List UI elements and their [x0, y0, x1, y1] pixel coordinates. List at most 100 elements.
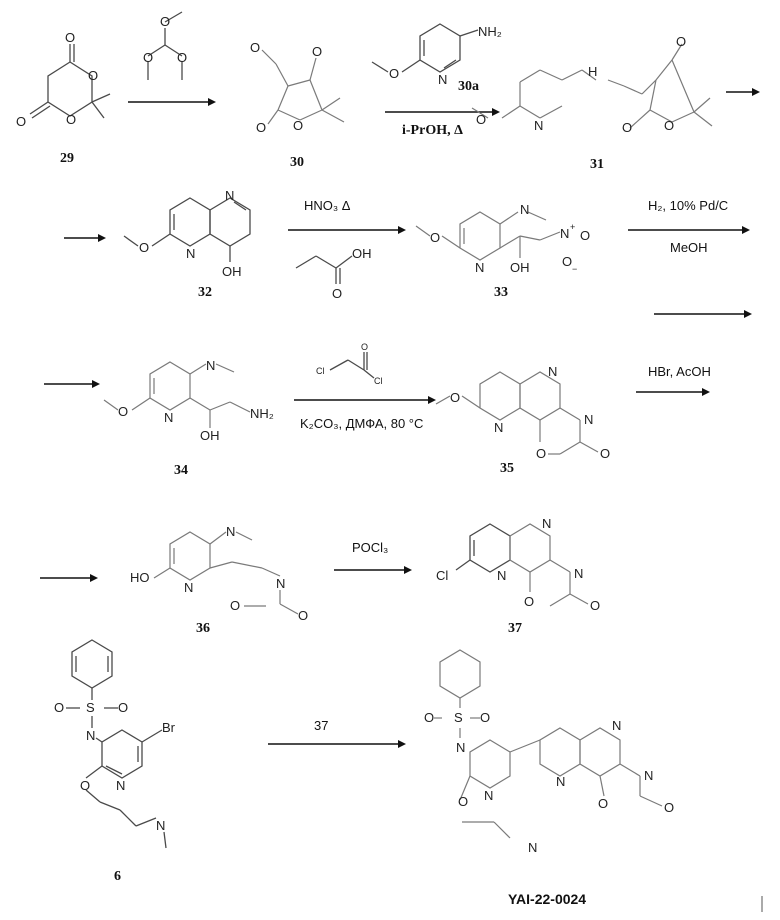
compound-6-structure: S O O N Br N O N: [54, 640, 176, 848]
compound-37-label: 37: [508, 621, 522, 636]
atom-label: H: [588, 64, 597, 79]
arrow-head: [92, 380, 100, 388]
atom-label: N: [475, 260, 484, 275]
atom-label: O: [54, 700, 64, 715]
atom-label: NH₂: [478, 24, 502, 39]
step8-condition: POCl₃: [352, 540, 388, 555]
atom-label: N: [494, 420, 503, 435]
compound-36-label: 36: [196, 621, 210, 636]
arrow-head: [90, 574, 98, 582]
compound-33-label: 33: [494, 285, 508, 300]
atom-label: O: [598, 796, 608, 811]
step2-condition: i-PrOH, Δ: [402, 123, 463, 138]
compound-31-label: 31: [590, 157, 604, 172]
atom-label: O: [177, 50, 187, 65]
atom-label: N: [456, 740, 465, 755]
atom-label: OH: [200, 428, 220, 443]
atom-label: O: [480, 710, 490, 725]
compound-30a-structure: NH₂ O N: [372, 24, 502, 87]
atom-label: N: [542, 516, 551, 531]
atom-label: O: [361, 342, 368, 352]
step9-condition: 37: [314, 718, 328, 733]
atom-label: O: [139, 240, 149, 255]
atom-label: O: [298, 608, 308, 623]
atom-label: N: [164, 410, 173, 425]
atom-label: O: [332, 286, 342, 301]
atom-label: O: [476, 112, 486, 127]
atom-label: O: [293, 118, 303, 133]
arrow-head: [492, 108, 500, 116]
atom-label: Cl: [374, 376, 383, 386]
scheme-code-label: YAI-22-0024: [508, 891, 586, 907]
compound-34-structure: N N O OH NH₂: [104, 358, 274, 443]
atom-label: O: [389, 66, 399, 81]
compound-31-structure: H O N O O O: [472, 34, 712, 135]
atom-label: O: [65, 30, 75, 45]
atom-charge: +: [570, 222, 575, 232]
atom-label: N: [186, 246, 195, 261]
atom-label: O: [562, 254, 572, 269]
atom-label: O: [250, 40, 260, 55]
atom-label: N: [156, 818, 165, 833]
chloroacetyl-chloride-structure: Cl O Cl: [316, 342, 383, 386]
atom-label: OH: [510, 260, 530, 275]
compound-34-label: 34: [174, 463, 188, 478]
compound-32-structure: O N N OH: [124, 188, 250, 279]
step5-solvent: MeOH: [670, 240, 708, 255]
atom-label: O: [664, 800, 674, 815]
atom-label: O: [230, 598, 240, 613]
propionic-acid-structure: OH O: [296, 246, 372, 301]
trimethyl-orthoformate-structure: O O O: [143, 12, 187, 80]
atom-label: O: [524, 594, 534, 609]
arrow-head: [744, 310, 752, 318]
compound-30a-label: 30a: [458, 79, 479, 94]
atom-label: N: [574, 566, 583, 581]
atom-label: O: [430, 230, 440, 245]
atom-label: S: [86, 700, 95, 715]
compound-32-label: 32: [198, 285, 212, 300]
atom-label: O: [256, 120, 266, 135]
atom-label: N: [438, 72, 447, 87]
atom-label: N: [528, 840, 537, 855]
compound-37-structure: N N Cl N O O: [436, 516, 600, 613]
compound-35-label: 35: [500, 461, 514, 476]
atom-label: O: [118, 404, 128, 419]
atom-label: O: [16, 114, 26, 129]
atom-label: O: [312, 44, 322, 59]
atom-label: N: [206, 358, 215, 373]
arrow-head: [98, 234, 106, 242]
arrow-head: [404, 566, 412, 574]
compound-29-label: 29: [60, 151, 74, 166]
atom-label: N: [116, 778, 125, 793]
atom-label: N: [644, 768, 653, 783]
atom-label: Br: [162, 720, 176, 735]
atom-label: N: [520, 202, 529, 217]
compound-30-structure: O O O O: [250, 40, 344, 135]
atom-label: N: [612, 718, 621, 733]
atom-charge: −: [572, 264, 577, 274]
step4-condition: HNO₃ Δ: [304, 198, 351, 213]
atom-label: N: [534, 118, 543, 133]
atom-label: OH: [222, 264, 242, 279]
atom-label: O: [88, 68, 98, 83]
atom-label: N: [556, 774, 565, 789]
atom-label: O: [600, 446, 610, 461]
atom-label: HO: [130, 570, 150, 585]
arrow-head: [398, 740, 406, 748]
atom-label: O: [580, 228, 590, 243]
atom-label: N: [86, 728, 95, 743]
atom-label: O: [450, 390, 460, 405]
arrow-head: [752, 88, 760, 96]
atom-label: OH: [352, 246, 372, 261]
atom-label: O: [664, 118, 674, 133]
atom-label: N: [548, 364, 557, 379]
atom-label: O: [143, 50, 153, 65]
compound-33-structure: N N O OH N + O O −: [416, 202, 590, 275]
atom-label: N: [276, 576, 285, 591]
atom-label: O: [458, 794, 468, 809]
atom-label: NH₂: [250, 406, 274, 421]
atom-label: O: [424, 710, 434, 725]
arrow-head: [742, 226, 750, 234]
step6-condition: K₂CO₃, ДМФА, 80 °C: [300, 416, 423, 431]
arrow-head: [208, 98, 216, 106]
